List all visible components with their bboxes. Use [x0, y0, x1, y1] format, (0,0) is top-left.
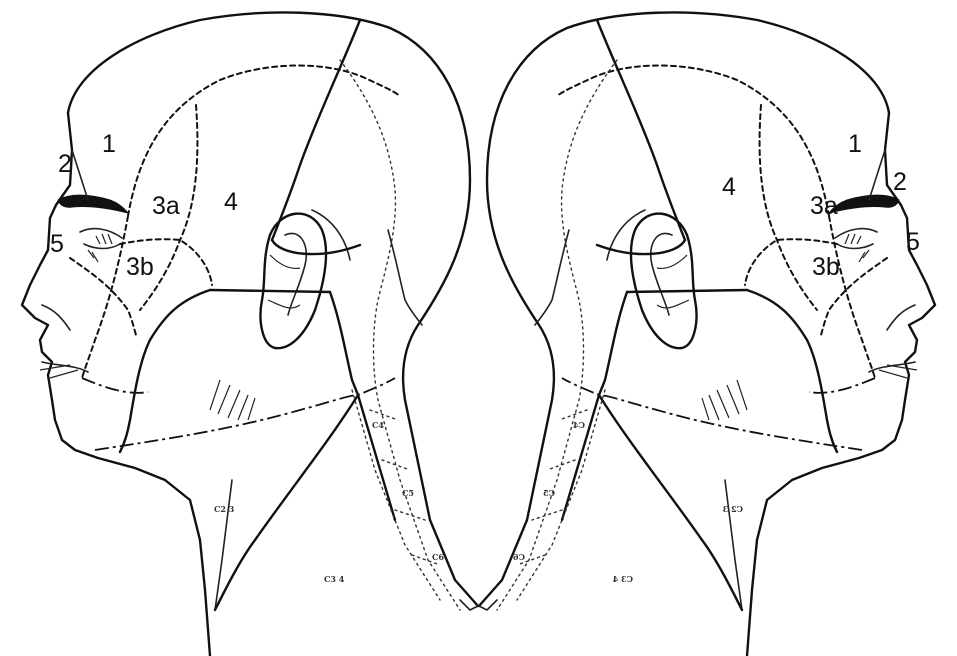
right-c4-label: C4	[573, 420, 585, 430]
right-zone-3a-label: 3a	[810, 192, 838, 220]
left-head-drawing: 1 2 3a 3b 4 5 C4 C5 C6 C2 3 C3 4	[22, 12, 478, 656]
left-c5-label: C5	[402, 488, 414, 498]
right-c5-label: C5	[543, 488, 555, 498]
left-zone-3b-label: 3b	[126, 253, 154, 281]
left-zone-1-label: 1	[102, 130, 116, 158]
left-c6-label: C6	[432, 552, 444, 562]
right-head-drawing	[479, 12, 935, 656]
left-c4-label: C4	[372, 420, 384, 430]
left-zone-2-label: 2	[58, 150, 72, 178]
right-zone-2-label: 2	[893, 168, 907, 196]
left-c34-label: C3 4	[324, 574, 345, 584]
right-c34-label: C3 4	[612, 574, 633, 584]
right-c23-label: C2 3	[722, 504, 743, 514]
right-zone-1-label: 1	[848, 130, 862, 158]
left-zone-5-label: 5	[50, 230, 64, 258]
right-c6-label: C6	[513, 552, 525, 562]
right-zone-5-label: 5	[906, 228, 920, 256]
left-c23-label: C2 3	[214, 504, 235, 514]
right-zone-3b-label: 3b	[812, 253, 840, 281]
left-zone-4-label: 4	[224, 188, 238, 216]
right-zone-4-label: 4	[722, 173, 736, 201]
left-zone-3a-label: 3a	[152, 192, 180, 220]
